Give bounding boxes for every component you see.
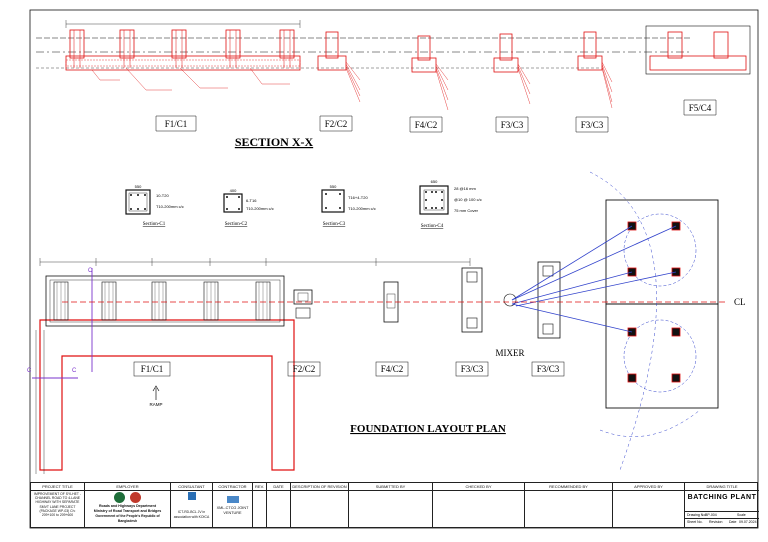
column-sections: 550 10-T20 T10-200mm c/c Section-C1 400 … — [125, 179, 482, 229]
consultant-logo-icon — [187, 492, 196, 500]
consultant-cell: CONSULTANT ICT-RD-BCL JV in association … — [171, 483, 213, 527]
employer-line-3: Government of the People's Republic of B… — [95, 514, 160, 523]
c4-rebar-3: 75 mm Cover — [454, 208, 479, 213]
consultant-logos — [173, 492, 210, 510]
section-label-f3c3-a: F3/C3 — [501, 120, 524, 130]
c-mark-left: C — [27, 368, 32, 374]
c1-rebar-1: 10-T20 — [156, 193, 169, 198]
rhd-logo-icon — [113, 492, 125, 503]
date-label: Date — [729, 520, 737, 524]
sheet-label: Sheet No. — [687, 520, 703, 524]
plan-label-f1c1: F1/C1 — [141, 364, 164, 374]
date-value: 09.07.2024 — [739, 520, 757, 524]
plan-label-f2c2: F2/C2 — [293, 364, 316, 374]
revision-label: Revision — [709, 520, 723, 524]
contractor-head: CONTRACTOR — [213, 483, 252, 491]
checked-cell: CHECKED BY — [433, 483, 525, 527]
project-title-cell: PROJECT TITLE IMPROVEMENT OF SYLHET - CH… — [31, 483, 85, 527]
section-label-f2c2: F2/C2 — [325, 119, 348, 129]
employer-line-1: Roads and Highways Department — [98, 504, 157, 508]
employer-logos — [87, 492, 168, 504]
plan-label-f3c3-b: F3/C3 — [537, 364, 560, 374]
drawing-title-cell: DRAWING TITLE BATCHING PLANT Drawing No.… — [685, 483, 759, 527]
contractor-logos — [215, 492, 250, 506]
c4-dim: 650 — [431, 179, 438, 184]
contractor-name: XML-CTCG JOINT VENTURE — [216, 506, 249, 515]
cl-label: CL — [734, 297, 746, 307]
rev-head: REV. — [253, 483, 266, 491]
c1-dim: 550 — [135, 184, 142, 189]
revision-desc-cell: DESCRIPTION OF REVISION — [291, 483, 349, 527]
submitted-head: SUBMITTED BY — [349, 483, 432, 491]
drawing-no: BP-004 — [705, 513, 717, 517]
c3-rebar-1: T16+4-T20 — [348, 195, 368, 200]
approved-head: APPROVED BY — [613, 483, 684, 491]
c-mark-right: C — [72, 368, 77, 374]
scale-label: Scale — [737, 513, 746, 517]
c3-rebar-2: T10-200mm c/c — [348, 206, 376, 211]
sheet-border — [29, 9, 759, 529]
c1-rebar-2: T10-200mm c/c — [156, 204, 184, 209]
section-title: SECTION X-X — [235, 135, 314, 149]
drawing-no-label: Drawing No. — [687, 513, 707, 517]
section-c4-label: Section-C4 — [421, 224, 444, 229]
contractor-logo-icon — [226, 496, 239, 503]
checked-head: CHECKED BY — [433, 483, 524, 491]
c3-dim: 550 — [330, 184, 337, 189]
recommended-head: RECOMMENDED BY — [525, 483, 612, 491]
consultant-name: ICT-RD-BCL JV in association with KOICA — [173, 510, 210, 519]
employer-cell: EMPLOYER Roads and Highways Department M… — [85, 483, 171, 527]
section-c3-label: Section-C3 — [323, 222, 346, 227]
c2-rebar-2: T10-200mm c/c — [246, 206, 274, 211]
date-cell: DATE — [267, 483, 291, 527]
contractor-cell: CONTRACTOR XML-CTCG JOINT VENTURE — [213, 483, 253, 527]
recommended-cell: RECOMMENDED BY — [525, 483, 613, 527]
section-label-f3c3-b: F3/C3 — [581, 120, 604, 130]
c4-rebar-2: @10 @ 100 c/c — [454, 197, 482, 202]
mixer-label: MIXER — [496, 348, 525, 358]
approved-cell: APPROVED BY — [613, 483, 685, 527]
rev-cell: REV. — [253, 483, 267, 527]
project-title-head: PROJECT TITLE — [31, 483, 84, 491]
project-title: IMPROVEMENT OF SYLHET - CHANNEL ROAD TO … — [34, 492, 81, 518]
section-label-f5c4: F5/C4 — [689, 103, 712, 113]
plan-label-f3c3-a: F3/C3 — [461, 364, 484, 374]
bangladesh-emblem-icon — [130, 492, 142, 503]
plan-label-f4c2: F4/C2 — [381, 364, 404, 374]
section-label-f1c1: F1/C1 — [165, 119, 188, 129]
revision-desc-head: DESCRIPTION OF REVISION — [291, 484, 348, 491]
consultant-head: CONSULTANT — [171, 483, 212, 491]
employer-head: EMPLOYER — [85, 483, 170, 491]
section-c2-label: Section-C2 — [225, 222, 248, 227]
drawing-title: BATCHING PLANT — [687, 494, 757, 501]
drawing-title-head: DRAWING TITLE — [685, 483, 759, 491]
ramp-label: RAMP — [149, 402, 162, 407]
foundation-layout-plan: C C C — [27, 171, 746, 474]
c-mark-top: C — [88, 268, 93, 274]
section-x-x: F1/C1 F2/C2 F4/C2 F3/C3 F3/C3 F5/C4 SECT… — [36, 20, 751, 149]
title-block: PROJECT TITLE IMPROVEMENT OF SYLHET - CH… — [30, 482, 759, 528]
c4-rebar-1: 28 @16 mm — [454, 186, 477, 191]
section-c1-label: Section-C1 — [143, 222, 166, 227]
date-head: DATE — [267, 483, 290, 491]
c2-dim: 400 — [230, 188, 237, 193]
plan-title: FOUNDATION LAYOUT PLAN — [350, 423, 506, 435]
section-label-f4c2: F4/C2 — [415, 120, 438, 130]
c2-rebar-1: 6-T16 — [246, 198, 257, 203]
employer-line-2: Ministry of Road Transport and Bridges — [93, 509, 162, 513]
submitted-cell: SUBMITTED BY — [349, 483, 433, 527]
